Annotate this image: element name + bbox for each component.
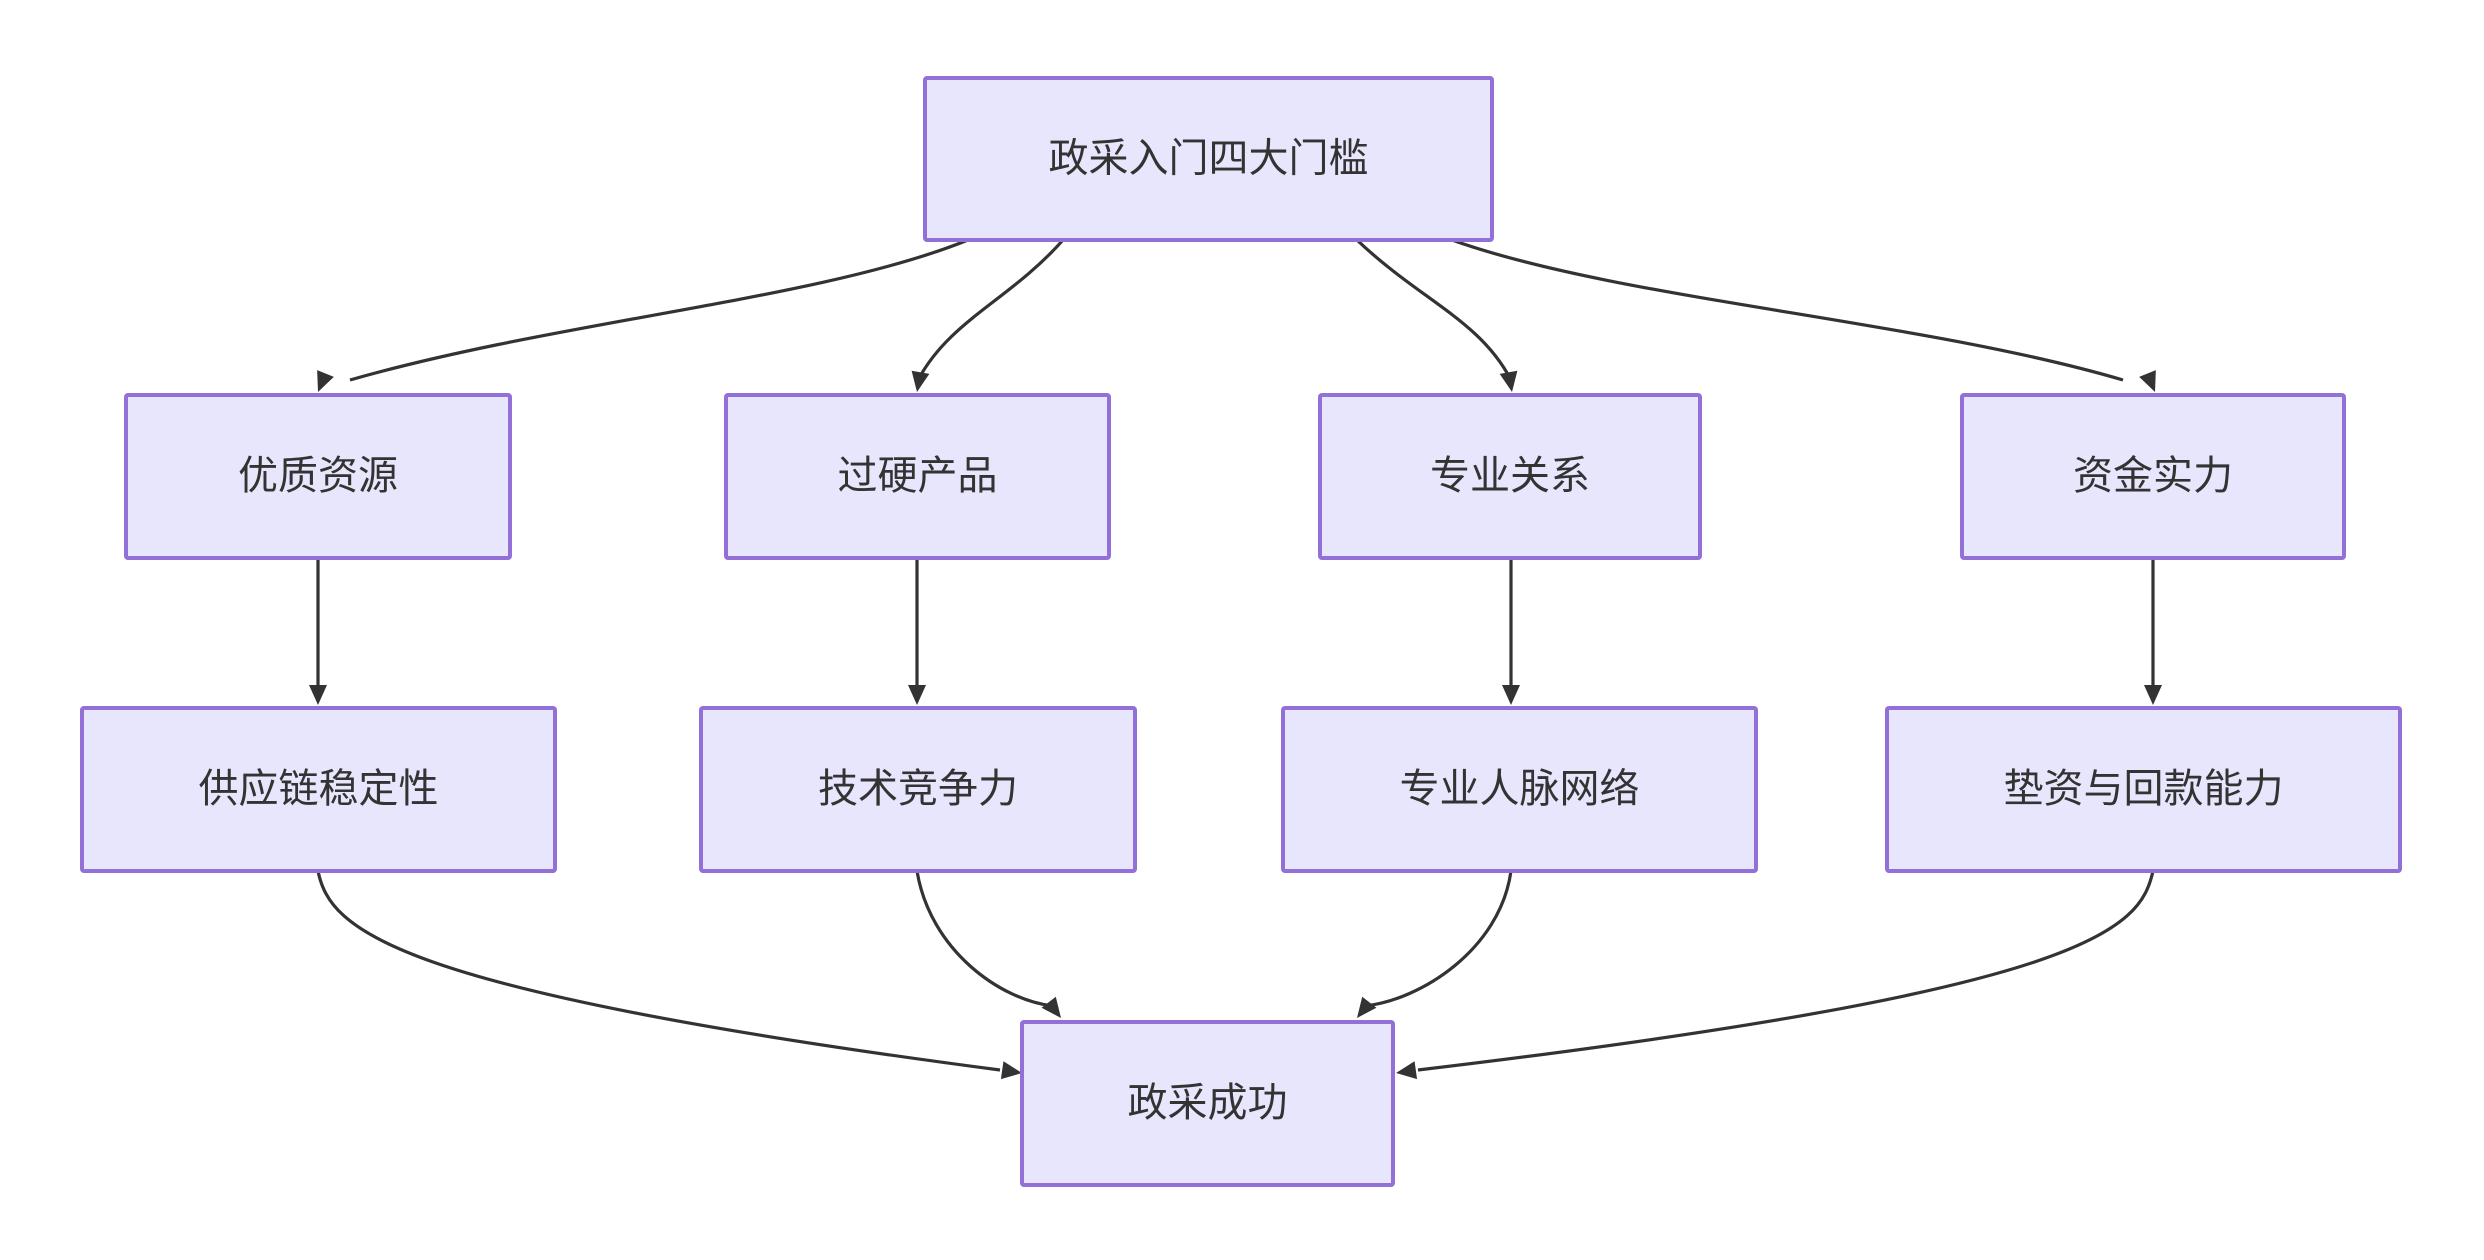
edge-arrowhead-icon xyxy=(908,685,926,705)
edge-arrowhead-icon xyxy=(317,370,334,392)
node-label-outcome1: 供应链稳定性 xyxy=(199,767,439,811)
node-box[interactable] xyxy=(699,706,1137,873)
edge-root-to-branch2 xyxy=(911,238,1065,392)
edge-line xyxy=(1355,238,1513,381)
edge-outcome3-to-success xyxy=(1357,870,1513,1018)
node-box[interactable] xyxy=(1281,706,1758,873)
edge-arrowhead-icon xyxy=(1502,685,1520,705)
edge-root-to-branch4 xyxy=(1451,238,2156,392)
edge-line xyxy=(1417,870,2155,1072)
node-box[interactable] xyxy=(1960,393,2346,560)
node-box[interactable] xyxy=(124,393,512,560)
node-box[interactable] xyxy=(1020,1020,1395,1187)
edge-branch2-to-outcome2 xyxy=(908,558,926,705)
edge-arrowhead-icon xyxy=(1000,1061,1022,1080)
edge-line xyxy=(916,238,1065,381)
edge-arrowhead-icon xyxy=(2139,370,2156,392)
edge-root-to-branch3 xyxy=(1355,238,1518,392)
node-box[interactable] xyxy=(724,393,1111,560)
edge-line xyxy=(1364,870,1513,1008)
node-label-outcome2: 技术竞争力 xyxy=(818,767,1018,811)
node-label-outcome3: 专业人脉网络 xyxy=(1400,767,1640,811)
edges-layer xyxy=(309,238,2162,1080)
edge-arrowhead-icon xyxy=(309,685,327,705)
node-label-branch1: 优质资源 xyxy=(238,454,398,498)
node-branch1[interactable]: 优质资源 xyxy=(124,393,512,560)
edge-line xyxy=(915,870,1054,1008)
node-box[interactable] xyxy=(923,76,1494,242)
node-outcome2[interactable]: 技术竞争力 xyxy=(699,706,1137,873)
edge-arrowhead-icon xyxy=(1499,370,1518,392)
edge-arrowhead-icon xyxy=(911,370,930,392)
edge-arrowhead-icon xyxy=(1357,996,1377,1018)
edge-branch3-to-outcome3 xyxy=(1502,558,1520,705)
node-label-success: 政采成功 xyxy=(1128,1081,1288,1125)
node-label-root: 政采入门四大门槛 xyxy=(1049,137,1369,181)
edge-outcome2-to-success xyxy=(915,870,1061,1018)
edge-branch1-to-outcome1 xyxy=(309,558,327,705)
node-box[interactable] xyxy=(1318,393,1702,560)
node-branch4[interactable]: 资金实力 xyxy=(1960,393,2346,560)
edge-root-to-branch1 xyxy=(317,238,969,392)
edge-branch4-to-outcome4 xyxy=(2144,558,2162,705)
node-label-branch2: 过硬产品 xyxy=(838,454,998,498)
node-outcome4[interactable]: 垫资与回款能力 xyxy=(1885,706,2402,873)
edge-outcome1-to-success xyxy=(316,870,1022,1080)
edge-line xyxy=(316,870,1001,1072)
node-root[interactable]: 政采入门四大门槛 xyxy=(923,76,1494,242)
edge-arrowhead-icon xyxy=(1041,996,1061,1018)
edge-outcome4-to-success xyxy=(1396,870,2155,1080)
node-label-branch3: 专业关系 xyxy=(1430,454,1590,498)
node-branch2[interactable]: 过硬产品 xyxy=(724,393,1111,560)
node-label-outcome4: 垫资与回款能力 xyxy=(2004,767,2284,811)
edge-arrowhead-icon xyxy=(2144,685,2162,705)
node-success[interactable]: 政采成功 xyxy=(1020,1020,1395,1187)
node-box[interactable] xyxy=(1885,706,2402,873)
node-label-branch4: 资金实力 xyxy=(2073,454,2233,498)
node-outcome3[interactable]: 专业人脉网络 xyxy=(1281,706,1758,873)
edge-line xyxy=(1451,238,2124,382)
edge-arrowhead-icon xyxy=(1396,1061,1418,1080)
edge-line xyxy=(349,238,969,382)
node-outcome1[interactable]: 供应链稳定性 xyxy=(80,706,557,873)
node-box[interactable] xyxy=(80,706,557,873)
node-branch3[interactable]: 专业关系 xyxy=(1318,393,1702,560)
